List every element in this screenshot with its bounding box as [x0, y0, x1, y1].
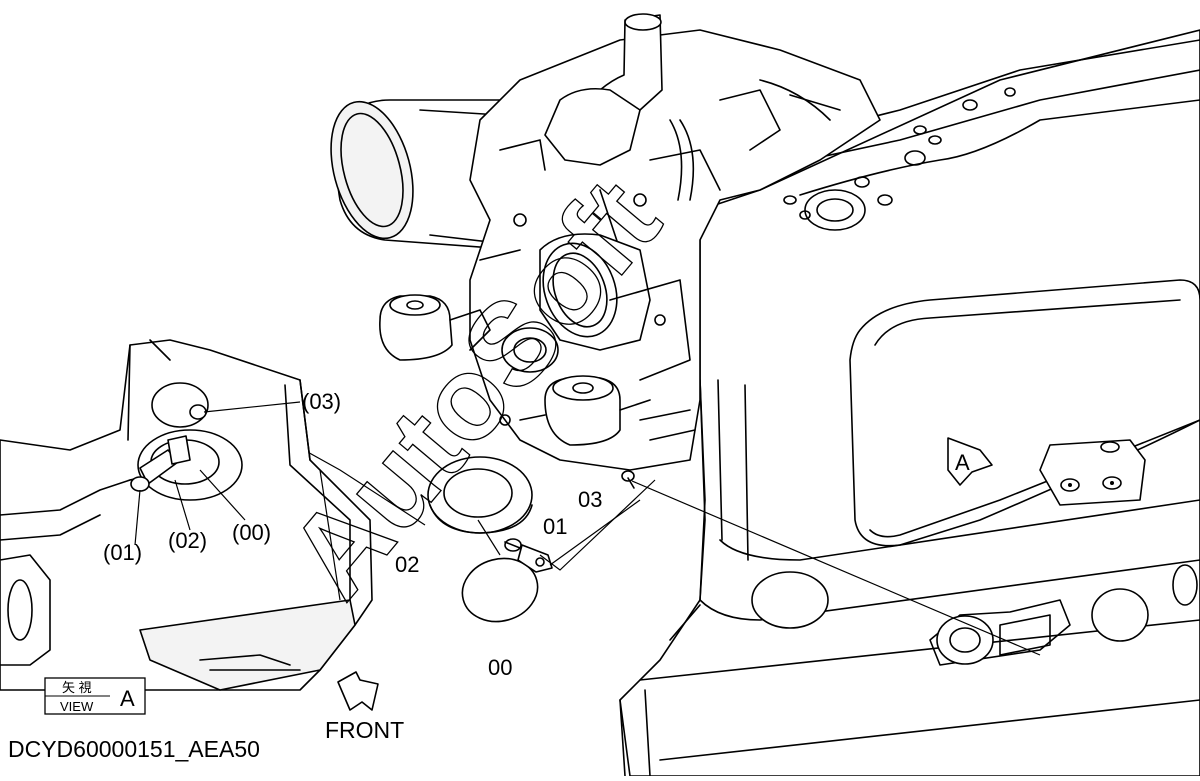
- part-label-01: 01: [543, 514, 567, 539]
- part-label-00: 00: [488, 655, 512, 680]
- part-label-02: 02: [395, 552, 419, 577]
- view-box-letter: A: [120, 686, 135, 711]
- detail-label-00: (00): [232, 520, 271, 545]
- view-a-detail: [0, 339, 373, 691]
- view-box-view: VIEW: [60, 699, 94, 714]
- front-label: FRONT: [325, 717, 404, 743]
- drawing-reference: DCYD60000151_AEA50: [8, 736, 260, 762]
- detail-label-03: (03): [302, 389, 341, 414]
- front-arrow-icon: [337, 671, 379, 711]
- main-frame: [619, 29, 1200, 777]
- detail-label-02: (02): [168, 528, 207, 553]
- detail-label-01: (01): [103, 540, 142, 565]
- exploded-parts: [249, 419, 1041, 656]
- view-a-marker: A: [947, 437, 993, 486]
- view-a-label: A: [955, 450, 970, 475]
- part-label-03: 03: [578, 487, 602, 512]
- view-box: 矢 視 VIEW A: [44, 677, 146, 715]
- engine-assembly: [330, 13, 881, 471]
- view-box-kanji: 矢 視: [62, 680, 92, 695]
